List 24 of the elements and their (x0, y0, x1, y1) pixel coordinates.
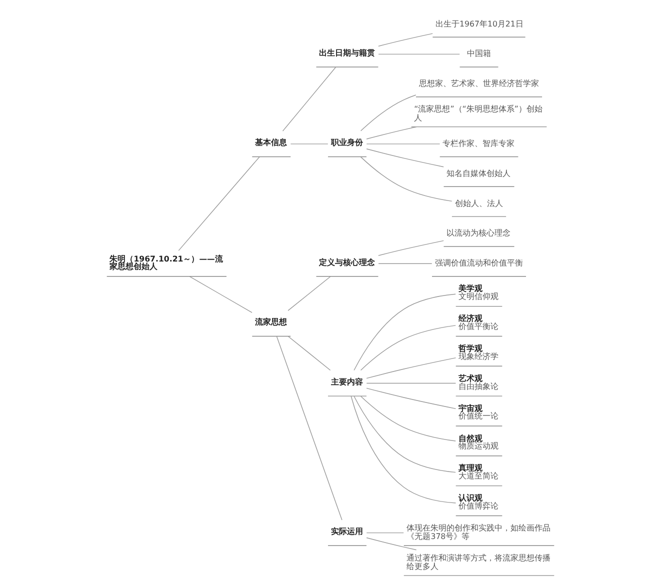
connector (366, 388, 456, 410)
connector (378, 54, 460, 55)
connector (378, 263, 432, 264)
connector (287, 276, 330, 311)
connector (360, 94, 416, 132)
connector (366, 537, 416, 550)
connector (360, 396, 456, 442)
connector (378, 33, 432, 47)
connector (366, 126, 416, 140)
connector (366, 382, 456, 384)
connector (188, 276, 252, 313)
connector (287, 336, 330, 371)
connector (353, 294, 456, 371)
connector (360, 156, 452, 202)
connector (378, 240, 444, 256)
connector (350, 396, 456, 504)
connector (366, 357, 456, 379)
connector (178, 156, 260, 251)
connector (366, 532, 404, 534)
connector (366, 148, 444, 168)
connector (353, 396, 456, 473)
connector (276, 336, 342, 520)
connector (360, 325, 456, 371)
connector (282, 66, 336, 132)
